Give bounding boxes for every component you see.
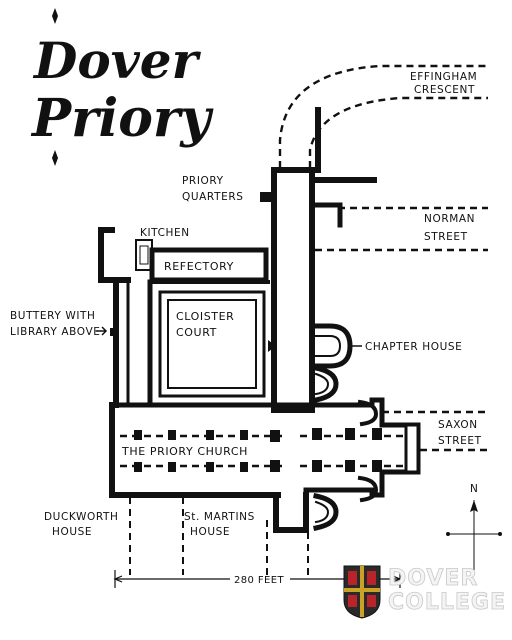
- label-chapter-house: CHAPTER HOUSE: [365, 341, 462, 353]
- label-effingham-1: EFFINGHAM: [410, 71, 477, 83]
- title-line-1: Dover: [32, 31, 202, 90]
- arrow-marker-quarters: [260, 192, 274, 202]
- label-buttery-1: BUTTERY WITH: [10, 310, 96, 322]
- label-kitchen: KITCHEN: [140, 227, 190, 239]
- label-effingham-2: CRESCENT: [414, 84, 475, 96]
- label-st-martins-1: St. MARTINS: [184, 511, 255, 523]
- college-crest-icon: [343, 565, 381, 619]
- church-east-end: [404, 423, 420, 474]
- chapel-south-1: [313, 493, 339, 531]
- quarters-annex-small: [309, 202, 343, 228]
- label-duckworth-2: HOUSE: [52, 526, 92, 538]
- kitchen-hearth: [139, 245, 149, 265]
- church-south-transept: [273, 492, 309, 533]
- label-saxon-1: SAXON: [438, 419, 478, 431]
- map-title: Dover Priory: [30, 8, 214, 166]
- kitchen-west-wall: [98, 227, 131, 283]
- chapel-north-2: [357, 399, 379, 427]
- chapter-house-apse: [309, 323, 353, 369]
- label-priory-quarters-2: QUARTERS: [182, 191, 243, 203]
- church-piers: [134, 428, 382, 472]
- dover-college-logo: DOVER COLLEGE: [343, 565, 506, 619]
- arrow-marker-chapter: [268, 340, 276, 352]
- effingham-crescent-inner: [308, 96, 488, 168]
- scale-arrow-right-icon: [392, 575, 402, 583]
- buttery-pier: [110, 328, 118, 336]
- church-west-front: [109, 402, 281, 498]
- title-finial-icon: [52, 8, 58, 24]
- label-norman-2: STREET: [424, 231, 468, 243]
- chapel-north-1: [313, 365, 339, 403]
- label-duckworth-1: DUCKWORTH: [44, 511, 119, 523]
- north-arrow: N: [446, 483, 502, 570]
- logo-line-1: DOVER: [388, 566, 478, 591]
- chapel-south-1-inner: [314, 500, 330, 524]
- label-priory-church: THE PRIORY CHURCH: [121, 445, 248, 458]
- label-priory-quarters-1: PRIORY: [182, 175, 224, 187]
- label-buttery-2: LIBRARY ABOVE: [10, 326, 100, 338]
- priory-quarters-range: [271, 167, 315, 413]
- label-refectory: REFECTORY: [164, 260, 234, 273]
- cloister-court-outer: [158, 290, 266, 398]
- label-cloister-1: CLOISTER: [176, 310, 234, 323]
- cloister-court-inner: [167, 299, 257, 389]
- scale-arrow-left-icon: [113, 575, 123, 583]
- chapel-south-2: [357, 475, 379, 503]
- label-saxon-2: STREET: [438, 435, 482, 447]
- priory-walls: [98, 107, 421, 533]
- label-norman-1: NORMAN: [424, 213, 475, 225]
- title-line-2: Priory: [30, 88, 214, 149]
- label-st-martins-2: HOUSE: [190, 526, 230, 538]
- effingham-crescent-outer: [278, 64, 488, 168]
- title-finial-icon: [52, 150, 58, 166]
- scale-label: 280 FEET: [234, 575, 284, 586]
- buttery-arrow-icon: [96, 326, 108, 336]
- church-choir-walls: [297, 397, 421, 498]
- label-cloister-2: COURT: [176, 326, 217, 339]
- logo-line-2: COLLEGE: [388, 590, 506, 615]
- map-labels: EFFINGHAM CRESCENT PRIORY QUARTERS NORMA…: [10, 71, 482, 538]
- chapel-north-1-inner: [314, 372, 330, 396]
- north-label: N: [470, 483, 478, 495]
- chapter-house-inner: [311, 335, 342, 357]
